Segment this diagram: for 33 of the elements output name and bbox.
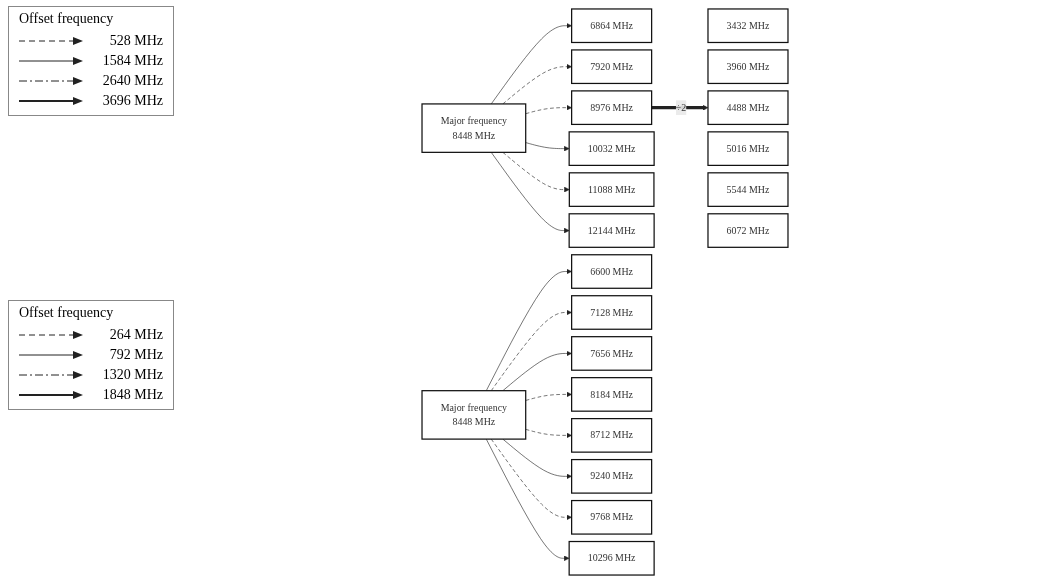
legend-text: 1584 MHz [101, 53, 163, 69]
node-box: 10032 MHz [568, 131, 655, 166]
legend-text: 1848 MHz [101, 387, 163, 403]
node-box: 7128 MHz [571, 295, 653, 330]
node-box: 10296 MHz [568, 540, 655, 576]
legend-text: 2640 MHz [101, 73, 163, 89]
node-box: 8184 MHz [571, 377, 653, 412]
node-box: 5544 MHz [707, 172, 789, 207]
legend-title: Offset frequency [19, 305, 115, 321]
node-box: 12144 MHz [568, 213, 655, 248]
node-box: 6864 MHz [571, 8, 653, 44]
node-box: 5016 MHz [707, 131, 789, 166]
legend-text: 528 MHz [108, 33, 163, 49]
legend-text: 1320 MHz [101, 367, 163, 383]
node-box: 6600 MHz [571, 254, 653, 289]
legend-text: 3696 MHz [101, 93, 163, 109]
node-box: 3432 MHz [707, 8, 789, 44]
node-box: 3960 MHz [707, 49, 789, 85]
node-box: 7656 MHz [571, 336, 653, 371]
node-box: Major frequency 8448 MHz [421, 103, 527, 153]
legend-text: 792 MHz [108, 347, 163, 363]
edge-label: ÷2 [675, 102, 687, 113]
node-box: 11088 MHz [568, 172, 655, 207]
node-box: Major frequency 8448 MHz [421, 390, 527, 440]
node-box: 8976 MHz [571, 90, 653, 126]
legend-title: Offset frequency [19, 11, 115, 27]
node-box: 9768 MHz [571, 499, 653, 535]
node-box: 4488 MHz [707, 90, 789, 126]
legend-text: 264 MHz [108, 327, 163, 343]
node-box: 6072 MHz [707, 213, 789, 248]
node-box: 7920 MHz [571, 49, 653, 85]
node-box: 9240 MHz [571, 458, 653, 494]
node-box: 8712 MHz [571, 418, 653, 453]
